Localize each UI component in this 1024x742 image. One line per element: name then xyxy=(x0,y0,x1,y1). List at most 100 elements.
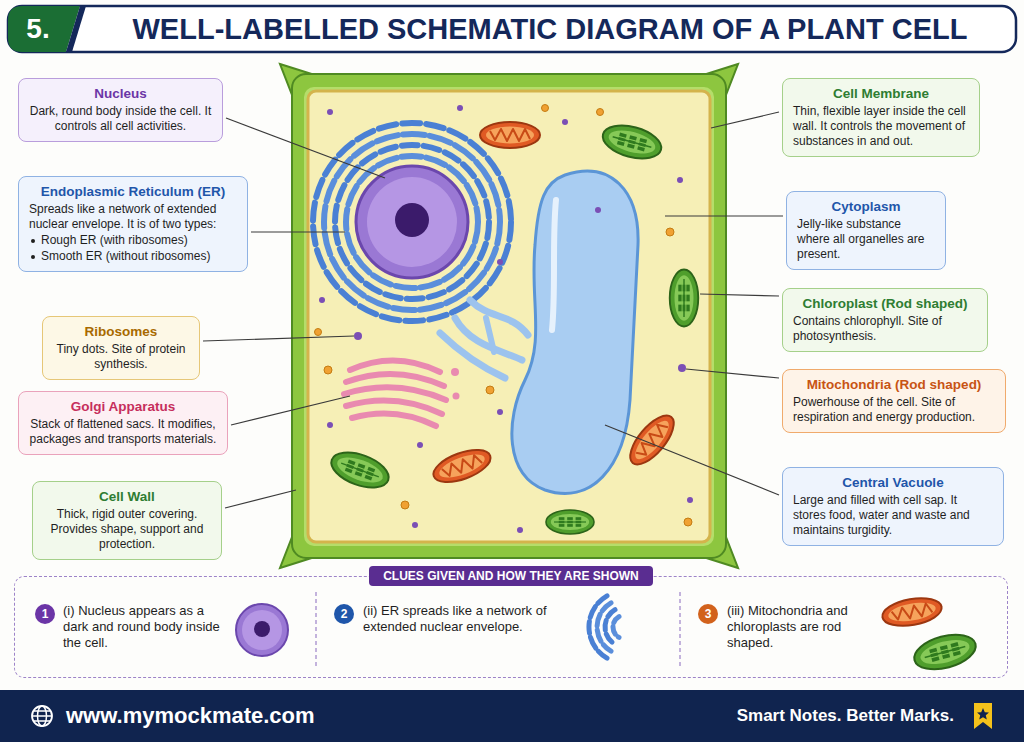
box-body: Spreads like a network of extended nucle… xyxy=(29,202,237,232)
ribosome-dots xyxy=(417,442,423,448)
ribosome-dots xyxy=(327,422,333,428)
leader-lines xyxy=(665,215,783,216)
er-network xyxy=(346,156,478,288)
leader-lines xyxy=(251,231,345,232)
box-heading: Endoplasmic Reticulum (ER) xyxy=(29,183,237,200)
box-body: Dark, round body inside the cell. It con… xyxy=(29,104,212,134)
mitochondria xyxy=(480,122,540,148)
ribosome-dots xyxy=(517,527,523,533)
clue-dividers xyxy=(316,592,680,668)
leader-lines xyxy=(700,294,779,296)
box-heading: Chloroplast (Rod shaped) xyxy=(793,295,977,312)
clue-nucleus-icon xyxy=(236,604,288,656)
title-frame xyxy=(8,6,1016,52)
leader-lines xyxy=(231,396,350,425)
globe-icon xyxy=(32,711,52,721)
bullet-dot xyxy=(31,239,35,243)
mitochondria xyxy=(623,409,681,472)
nucleus xyxy=(356,166,468,278)
ribosome-dots xyxy=(542,105,549,112)
box-body: Jelly-like substance where all organelle… xyxy=(797,217,935,262)
ribosome-dots xyxy=(595,207,601,213)
callout-number-text: 2 xyxy=(341,608,348,620)
callout-box: RibosomesTiny dots. Site of protein synt… xyxy=(42,316,200,380)
ribosome-dots xyxy=(457,105,463,111)
ribosome-dots xyxy=(354,332,362,340)
footer-band: www.mymockmate.com Smart Notes. Better Ma… xyxy=(0,690,1024,742)
tagline: Smart Notes. Better Marks. xyxy=(737,706,954,726)
box-body: Powerhouse of the cell. Site of respirat… xyxy=(793,395,995,425)
chloroplasts xyxy=(546,510,594,534)
clue-cell: (i) Nucleus appears as a dark and round … xyxy=(15,577,317,677)
ribosome-dots xyxy=(666,228,674,236)
clue-nucleus-icon xyxy=(242,610,282,650)
callout-number: 2 xyxy=(334,604,354,624)
panel-heading: CLUES GIVEN AND HOW THEY ARE SHOWN xyxy=(369,566,653,586)
callout-number-text: 1 xyxy=(42,608,49,620)
title-frame xyxy=(8,6,1016,52)
callout-box: Chloroplast (Rod shaped) Contains chlorop… xyxy=(782,288,988,352)
leader-lines xyxy=(203,336,354,341)
clue-dividers xyxy=(679,592,680,668)
central-vacuole xyxy=(512,171,638,493)
golgi-apparatus xyxy=(453,393,460,400)
box-body: Contains chlorophyll. Site of photosynth… xyxy=(793,314,977,344)
clue-text: (iii) Mitochondria and chloroplasts are … xyxy=(727,603,875,651)
callout-box: Mitochondria (Rod shaped) Powerhouse of t… xyxy=(782,369,1006,433)
clue-organelle-icons xyxy=(880,594,944,630)
ribosome-dots xyxy=(497,259,503,265)
er-network xyxy=(440,333,505,378)
clue-er-icon xyxy=(613,617,619,638)
callout-number: 3 xyxy=(698,604,718,624)
leader-lines xyxy=(711,112,779,128)
chloroplasts xyxy=(327,120,699,534)
leader-lines xyxy=(226,118,385,178)
clue-organelle-icons xyxy=(910,629,979,676)
ribosome-dots xyxy=(684,518,692,526)
bookmark-icon xyxy=(972,702,994,730)
leader-lines xyxy=(225,490,296,508)
clue-er-icon xyxy=(597,603,611,651)
bookmark-icon xyxy=(974,703,992,729)
clue-text: (ii) ER spreads like a network of extend… xyxy=(363,603,573,635)
chloroplasts xyxy=(327,446,394,495)
ribosome-dots xyxy=(597,109,604,116)
clues-panel: CLUES GIVEN AND HOW THEY ARE SHOWN(i) Nu… xyxy=(14,576,1008,678)
box-body: Thick, rigid outer covering. Provides sh… xyxy=(43,507,211,552)
cell-wall xyxy=(280,64,738,568)
box-heading: Golgi Apparatus xyxy=(29,398,217,415)
mitochondria xyxy=(429,122,681,488)
callout-box: NucleusDark, round body inside the cell.… xyxy=(18,78,223,142)
er-network xyxy=(470,300,528,335)
leader-lines xyxy=(686,369,779,378)
callout-box: Endoplasmic Reticulum (ER) Spreads like a… xyxy=(18,176,248,272)
box-heading: Cytoplasm xyxy=(797,198,935,215)
title-frame xyxy=(66,6,86,52)
golgi-apparatus xyxy=(350,360,440,372)
golgi-apparatus xyxy=(344,360,460,426)
cytoplasm xyxy=(308,91,710,542)
ribosome-dots xyxy=(497,409,503,415)
ribosome-dots xyxy=(678,364,686,372)
clue-cell: (ii) ER spreads like a network of extend… xyxy=(317,577,681,677)
ribosome-dots xyxy=(687,497,693,503)
website-url: www.mymockmate.com xyxy=(66,703,315,729)
ribosome-dots xyxy=(412,522,418,528)
box-body: Stack of flattened sacs. It modifies, pa… xyxy=(29,417,217,447)
ribosome-dots xyxy=(319,297,325,303)
ribosome-dots xyxy=(315,105,694,534)
callout-box: Central VacuoleLarge and filled with cel… xyxy=(782,467,1004,546)
er-network xyxy=(313,123,528,378)
golgi-apparatus xyxy=(451,368,459,376)
central-vacuole xyxy=(552,200,556,330)
bullet-text: Smooth ER (without ribosomes) xyxy=(41,249,210,264)
clue-er-icon xyxy=(605,610,615,645)
cell-wall xyxy=(292,74,726,558)
box-heading: Nucleus xyxy=(29,85,212,102)
nucleus xyxy=(395,203,429,237)
clue-cell: (iii) Mitochondria and chloroplasts are … xyxy=(681,577,1007,677)
box-heading: Mitochondria (Rod shaped) xyxy=(793,376,995,393)
ribosome-dots xyxy=(324,366,332,374)
callout-box: Cell MembraneThin, flexible layer inside… xyxy=(782,78,980,157)
